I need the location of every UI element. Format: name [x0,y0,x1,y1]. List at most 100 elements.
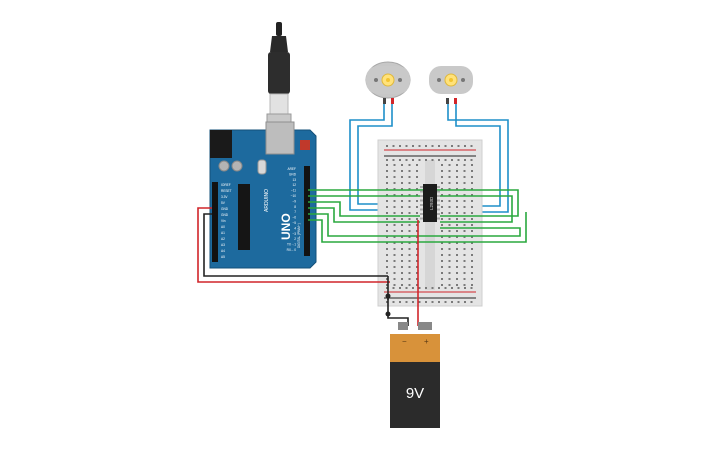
rail-hole [418,301,421,303]
breadboard-hole [441,200,443,202]
breadboard-hole [386,236,388,238]
rail-hole [470,287,473,289]
pin-label: GND [289,172,297,176]
breadboard-hole [416,182,418,184]
rail-hole [444,159,447,161]
breadboard-hole [463,200,466,202]
breadboard-hole [471,194,473,196]
ic-pin [420,195,423,197]
breadboard-hole [441,194,443,196]
breadboard-hole [441,188,443,190]
pin-label: ~6 [292,216,296,220]
breadboard-hole [408,236,411,238]
rail-hole [392,301,395,303]
breadboard-hole [441,182,443,184]
breadboard-hole [471,182,473,184]
breadboard-hole [386,278,388,280]
dc-motor-right[interactable] [429,66,473,104]
breadboard-hole [416,200,418,202]
breadboard-hole [393,164,396,166]
battery-plus: + [424,337,429,346]
breadboard-hole [416,206,418,208]
breadboard-hole [441,260,443,262]
breadboard-hole [408,170,411,172]
breadboard-hole [386,260,388,262]
pin-label: ~11 [291,189,296,193]
breadboard-holes [386,145,473,303]
breadboard-hole [463,248,466,250]
ic-pin [437,217,440,220]
breadboard-hole [393,248,396,250]
breadboard-hole [408,206,411,208]
breadboard-hole [408,278,411,280]
breadboard-hole [463,218,466,220]
ic-pin [420,186,423,188]
breadboard-hole [471,248,473,250]
breadboard-hole [456,164,458,166]
usb-port [265,121,295,155]
breadboard-hole [408,200,411,202]
breadboard-hole [441,284,443,286]
rail-hole [412,145,414,147]
breadboard-hole [448,188,451,190]
breadboard-hole [471,164,473,166]
pin-label: 7 [294,210,296,214]
breadboard-hole [463,224,466,226]
breadboard-hole [463,284,466,286]
breadboard-hole [448,266,451,268]
breadboard-hole [401,182,403,184]
breadboard-hole [416,170,418,172]
breadboard-hole [448,194,451,196]
battery-minus: − [402,337,407,346]
breadboard-hole [456,182,458,184]
breadboard-hole [393,272,396,274]
breadboard-hole [456,194,458,196]
breadboard-hole [471,224,473,226]
pin-label: A5 [221,255,225,259]
rail-hole [399,287,401,289]
breadboard-hole [441,248,443,250]
breadboard-hole [386,194,388,196]
breadboard-hole [393,284,396,286]
pin-label: GND [221,207,229,211]
pin-label: 13 [292,178,296,182]
breadboard-hole [416,272,418,274]
usb-cable [266,22,292,139]
breadboard-hole [393,260,396,262]
breadboard-hole [471,218,473,220]
rail-hole [405,159,408,161]
pin-label: ~5 [292,221,296,225]
rail-hole [438,145,440,147]
dc-motor-left[interactable] [365,61,411,104]
rail-hole [451,287,453,289]
battery-9v[interactable]: − + 9V [390,322,440,428]
breadboard-hole [416,254,418,256]
arduino-board[interactable]: ARDUINO UNO DIGITAL (PWM~) AREFGND1312~1… [209,121,317,269]
breadboard-hole [448,212,451,214]
breadboard-hole [471,236,473,238]
ic-pin [420,208,423,211]
breadboard-hole [401,164,403,166]
breadboard-hole [441,212,443,214]
l293d-ic[interactable]: L293D [420,184,440,222]
rail-hole [438,159,440,161]
left-header [212,182,218,262]
pin-label: A4 [221,249,225,253]
pin-label: RX←0 [287,248,297,252]
breadboard-hole [471,266,473,268]
rail-hole [464,301,466,303]
rail-hole [451,301,453,303]
breadboard-hole [471,284,473,286]
rail-hole [457,287,460,289]
rail-hole [392,287,395,289]
breadboard-hole [471,176,473,178]
breadboard-hole [416,278,418,280]
breadboard-hole [393,200,396,202]
breadboard-hole [456,266,458,268]
breadboard-hole [401,266,403,268]
breadboard-hole [401,260,403,262]
breadboard-hole [393,266,396,268]
rail-hole [457,145,460,147]
reset-button[interactable] [300,140,310,150]
